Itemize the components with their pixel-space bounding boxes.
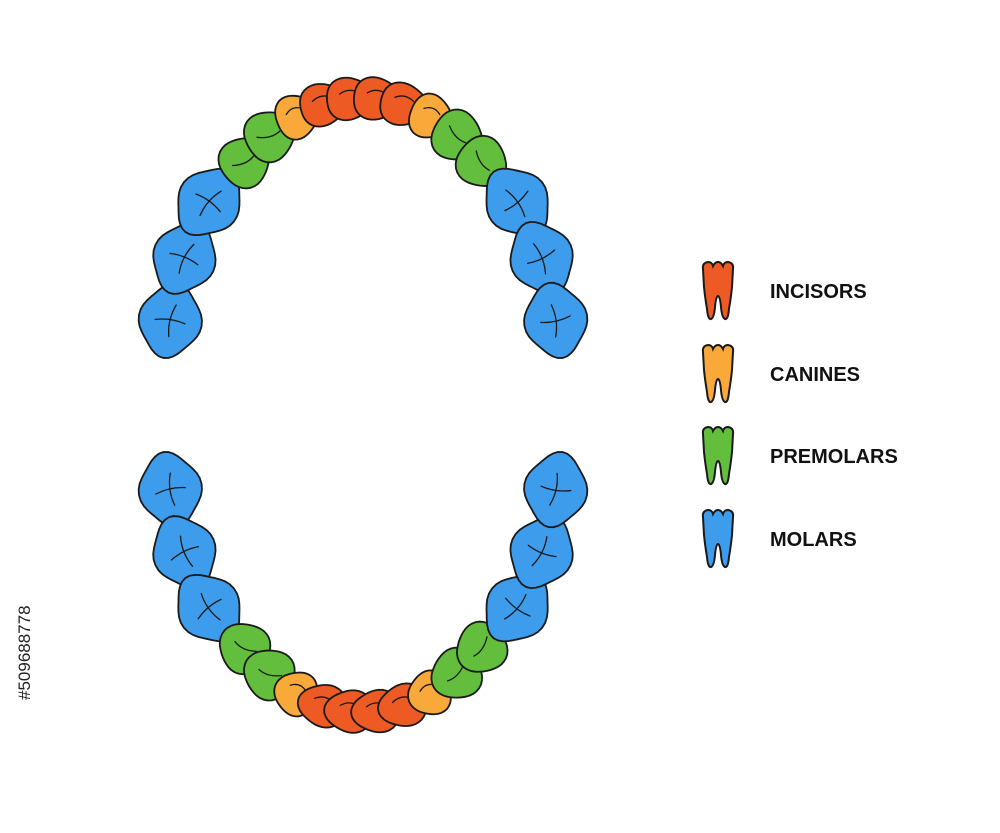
upper-molar-tooth: [485, 167, 549, 237]
upper-molar-tooth: [152, 220, 217, 295]
lower-molar-tooth: [509, 515, 574, 590]
legend-label-premolars: PREMOLARS: [770, 446, 898, 468]
tooth-groove: [234, 640, 257, 652]
tooth-groove: [258, 668, 283, 677]
upper-molar-tooth: [523, 281, 589, 359]
legend-item-incisors: INCISORS: [701, 260, 867, 321]
tooth-groove: [473, 636, 488, 657]
upper-molar-tooth: [177, 167, 241, 237]
stock-id: #509688778: [15, 605, 34, 700]
legend-item-molars: MOLARS: [701, 508, 857, 569]
tooth-groove: [423, 106, 441, 116]
legend-label-incisors: INCISORS: [770, 281, 867, 303]
premolars-tooth-icon: [701, 425, 735, 486]
tooth-groove: [394, 95, 415, 103]
lower-molar-tooth: [523, 451, 589, 529]
tooth-groove: [195, 190, 222, 217]
tooth-groove: [170, 535, 200, 567]
tooth-groove: [231, 155, 255, 167]
molars-tooth-icon: [701, 508, 735, 569]
tooth-groove: [256, 130, 281, 139]
legend-item-premolars: PREMOLARS: [701, 425, 898, 486]
tooth-groove: [169, 243, 199, 274]
upper-arch: [137, 76, 589, 359]
tooth-groove: [504, 189, 529, 218]
tooth-groove: [154, 304, 186, 338]
incisors-tooth-icon: [701, 260, 735, 321]
upper-molar-tooth: [509, 220, 574, 295]
tooth-groove: [526, 243, 556, 275]
tooth-groove: [155, 472, 186, 506]
tooth-groove: [504, 593, 531, 620]
legend-label-molars: MOLARS: [770, 529, 857, 551]
tooth-groove: [475, 150, 491, 171]
tooth-groove: [448, 125, 467, 144]
tooth-groove: [527, 536, 557, 567]
upper-molar-tooth: [137, 281, 203, 359]
tooth-groove: [540, 472, 572, 506]
tooth-groove: [197, 592, 222, 621]
tooth-groove: [540, 304, 571, 338]
canines-tooth-icon: [701, 343, 735, 404]
legend-item-canines: CANINES: [701, 343, 860, 404]
lower-arch: [137, 451, 589, 734]
legend-label-canines: CANINES: [770, 364, 860, 386]
legend: INCISORS CANINES PREMOLARS MOLARS: [701, 260, 898, 569]
